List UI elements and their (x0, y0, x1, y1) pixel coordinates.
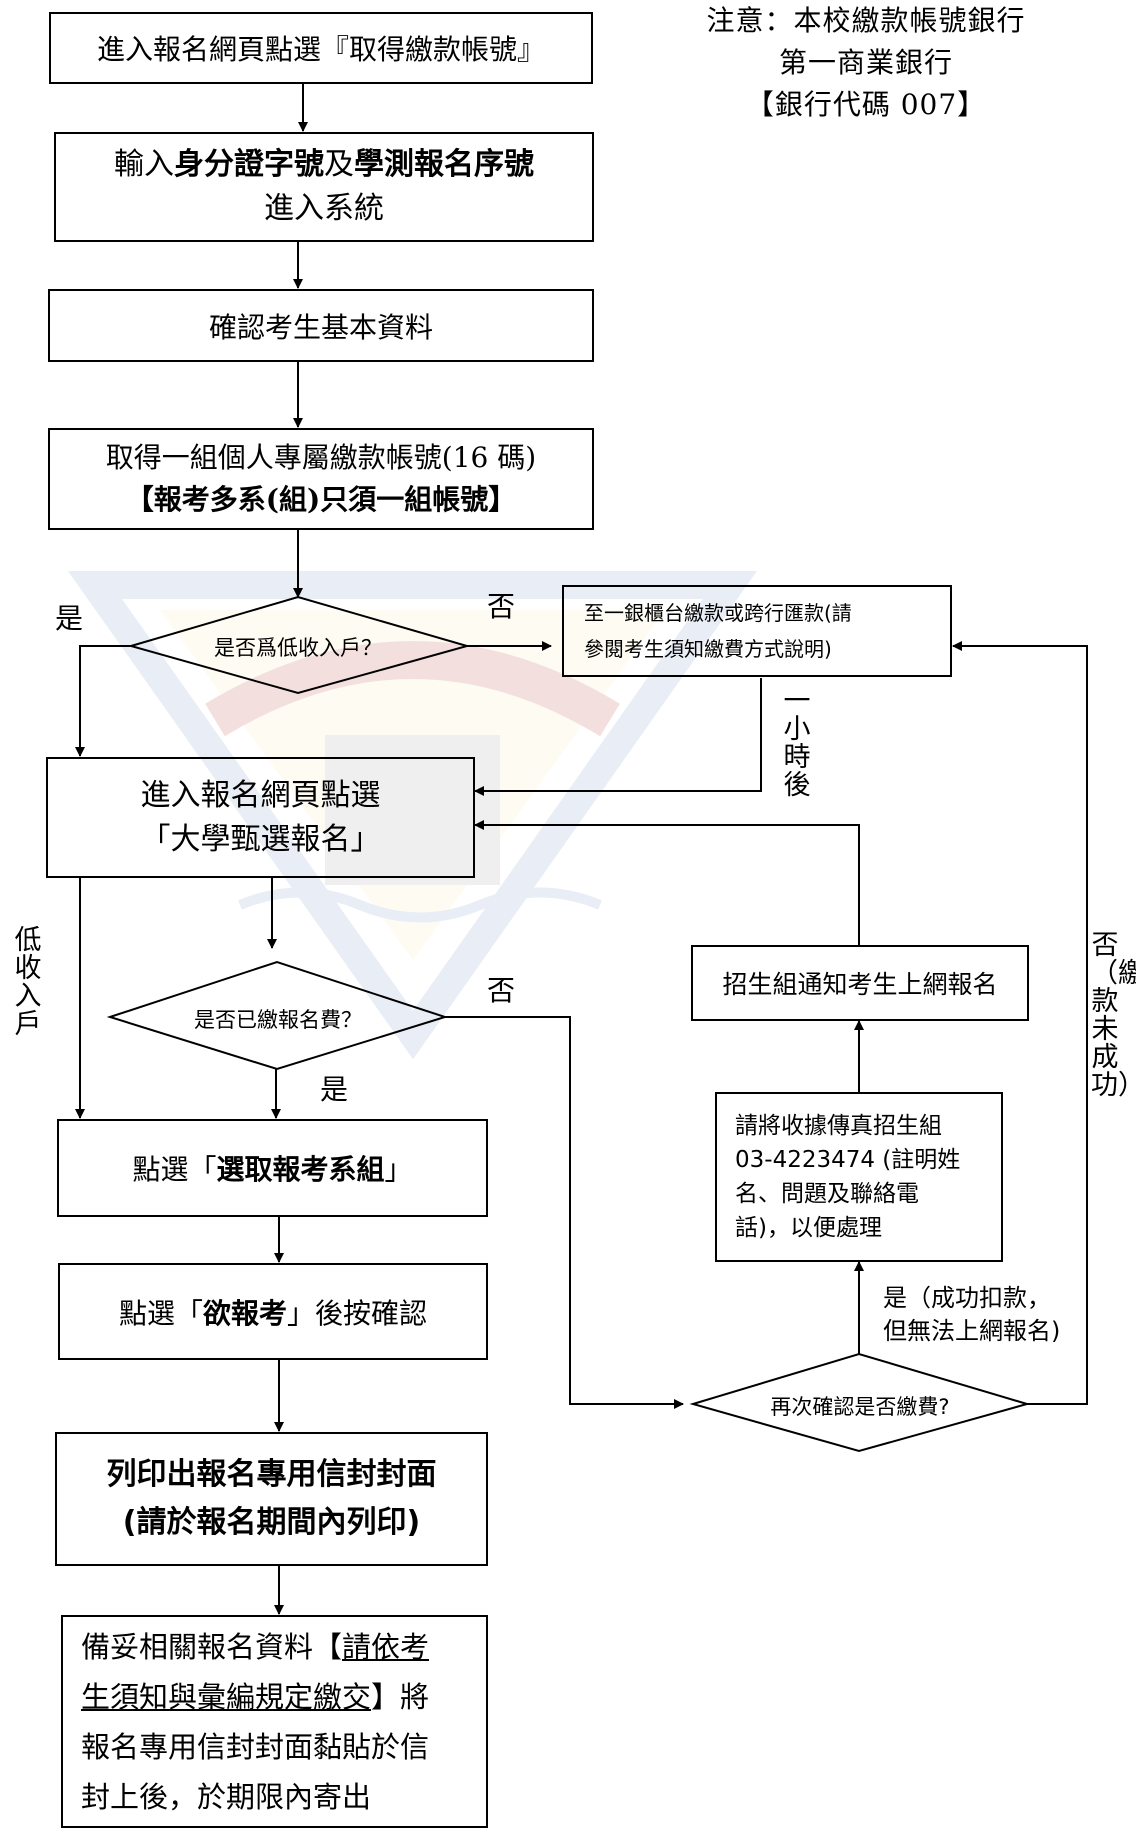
step-account-number: 取得一組個人專屬繳款帳號(16 碼) 【報考多系(組)只須一組帳號】 (48, 428, 594, 530)
label-yes-payment-success-line2: 但無法上網報名) (883, 1317, 1061, 1345)
step-mail-documents-line4: 封上後，於期限內寄出 (81, 1779, 372, 1814)
step-fax-receipt-line2: 03-4223474 (註明姓 (735, 1147, 961, 1173)
step-notify-applicant-text: 招生組通知考生上網報名 (722, 970, 998, 999)
step-select-registration-line2: 「大學甄選報名」 (140, 821, 381, 857)
label-yes-low-income: 是 (55, 602, 84, 635)
arrow-bank-s5 (474, 678, 762, 796)
step-select-department-text: 點選「選取報考系組」 (132, 1153, 413, 1186)
step-account-number-line2: 【報考多系(組)只須一組帳號】 (125, 483, 517, 516)
step-mail-documents-line1: 備妥相關報名資料【請依考 (81, 1629, 430, 1664)
label-yes-payment-success: 是（成功扣款， 但無法上網報名) (883, 1282, 1060, 1348)
step-mail-documents-line2: 生須知與彙編規定繳交】將 (81, 1679, 430, 1714)
arrow-d1-yes-s5 (75, 645, 131, 757)
arrow-d2-no-d3 (445, 1016, 684, 1409)
arrow-notify-s5 (474, 820, 860, 945)
step-bank-payment-line1: 至一銀櫃台繳款或跨行匯款(請 (584, 601, 852, 625)
bank-note: 注意：本校繳款帳號銀行 第一商業銀行 【銀行代碼 007】 (686, 0, 1046, 126)
watermark-building (325, 735, 500, 885)
label-yes-payment-success-line1: 是（成功扣款， (883, 1284, 1051, 1312)
bank-note-line2: 第一商業銀行 (778, 46, 953, 79)
step-fax-receipt: 請將收據傳真招生組 03-4223474 (註明姓 名、問題及聯絡電 話)，以便… (715, 1092, 1003, 1262)
watermark-outer-shield (67, 571, 757, 1060)
step-mail-documents-line3: 報名專用信封封面黏貼於信 (81, 1729, 430, 1764)
step-confirm-selection-text: 點選「欲報考」後按確認 (118, 1296, 428, 1330)
step-account-number-line1: 取得一組個人專屬繳款帳號(16 碼) (105, 441, 537, 474)
label-no-payment-failed: 否（繳款未成功） (1091, 930, 1136, 1101)
step-print-envelope: 列印出報名專用信封封面 (請於報名期間內列印) (55, 1432, 488, 1566)
step-get-account-text: 進入報名網頁點選『取得繳款帳號』 (96, 33, 545, 66)
step-select-registration: 進入報名網頁點選 「大學甄選報名」 (46, 757, 475, 878)
step-confirm-selection: 點選「欲報考」後按確認 (58, 1263, 488, 1360)
step-print-envelope-line2: (請於報名期間內列印) (122, 1505, 421, 1540)
label-no-low-income: 否 (487, 590, 516, 623)
step-fax-receipt-line3: 名、問題及聯絡電 (735, 1181, 919, 1207)
step-print-envelope-line1: 列印出報名專用信封封面 (106, 1457, 437, 1492)
step-confirm-data-text: 確認考生基本資料 (208, 310, 433, 344)
label-low-income-path: 低收入戶 (14, 925, 42, 1040)
step-enter-id-line1: 輸入身分證字號及學測報名序號 (114, 147, 534, 182)
step-enter-id: 輸入身分證字號及學測報名序號 進入系統 (54, 132, 594, 242)
bank-note-line3: 【銀行代碼 007】 (745, 88, 987, 121)
step-enter-id-line2: 進入系統 (264, 191, 384, 226)
arrow-d3-no-bank (952, 641, 1088, 1405)
step-select-department: 點選「選取報考系組」 (57, 1119, 488, 1217)
decision-reconfirm-text: 再次確認是否繳費? (770, 1395, 950, 1419)
step-select-registration-line1: 進入報名網頁點選 (140, 777, 381, 813)
step-get-account: 進入報名網頁點選『取得繳款帳號』 (49, 12, 593, 84)
step-fax-receipt-line1: 請將收據傳真招生組 (735, 1113, 942, 1139)
decision-fee-paid-text: 是否已繳報名費？ (194, 1008, 362, 1032)
watermark-waves (238, 887, 602, 923)
step-bank-payment: 至一銀櫃台繳款或跨行匯款(請 參閱考生須知繳費方式說明) (562, 585, 952, 677)
label-no-fee-paid: 否 (487, 974, 516, 1007)
label-one-hour-later: 一小時後 (783, 686, 811, 801)
step-bank-payment-line2: 參閱考生須知繳費方式說明) (584, 637, 832, 661)
bank-note-line1: 注意：本校繳款帳號銀行 (706, 4, 1026, 37)
label-yes-fee-paid: 是 (320, 1073, 349, 1106)
step-notify-applicant: 招生組通知考生上網報名 (691, 945, 1029, 1021)
step-mail-documents: 備妥相關報名資料【請依考 生須知與彙編規定繳交】將 報名專用信封封面黏貼於信 封… (61, 1615, 488, 1828)
step-confirm-data: 確認考生基本資料 (48, 289, 594, 362)
watermark-inner-shield (160, 610, 665, 960)
decision-low-income-text: 是否爲低收入戶？ (214, 636, 382, 660)
step-fax-receipt-line4: 話)，以便處理 (735, 1215, 882, 1241)
